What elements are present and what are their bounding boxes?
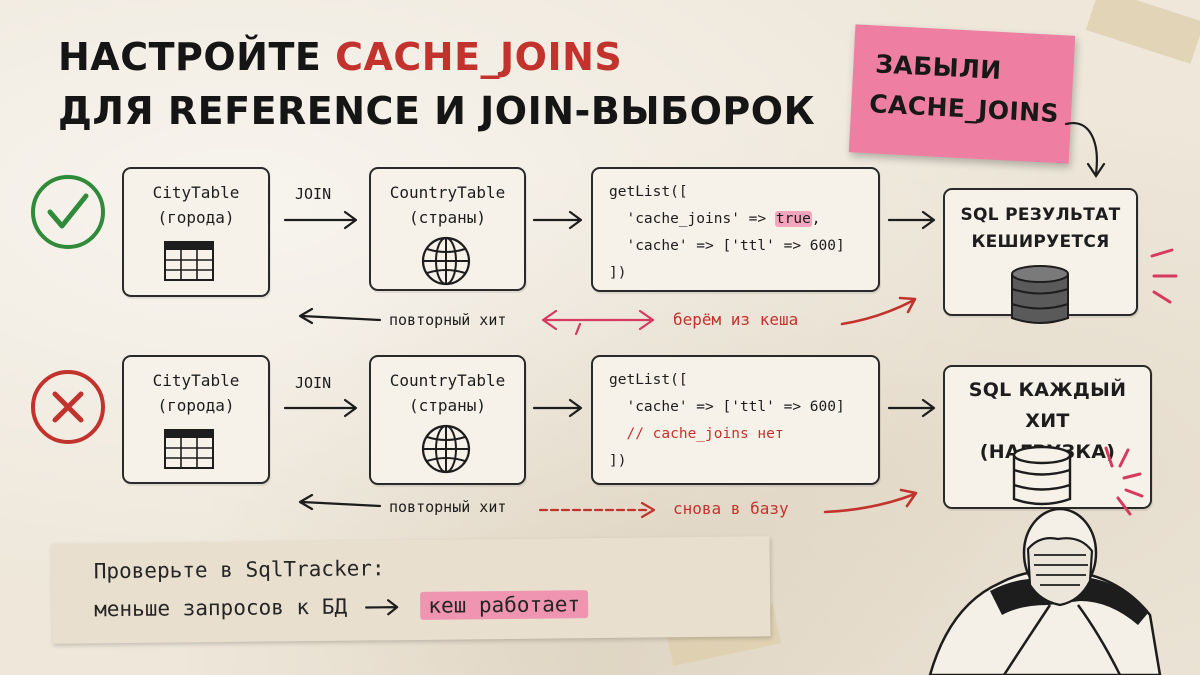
page-title: НАСТРОЙТЕ CACHE_JOINS ДЛЯ REFERENCE И JO…	[58, 30, 815, 138]
alert-dashes-icon	[1104, 446, 1144, 516]
code-line: ])	[609, 265, 627, 281]
result-box-bad: SQL КАЖДЫЙ ХИТ (НАГРУЗКА)	[943, 365, 1152, 509]
bottom-note: Проверьте в SqlTracker: меньше запросов …	[51, 536, 771, 644]
sticky-note: ЗАБЫЛИ CACHE_JOINS	[848, 24, 1076, 164]
dashed-arrow-icon	[538, 501, 656, 519]
code-comment: // cache_joins нет	[609, 426, 784, 442]
result-line1: SQL РЕЗУЛЬТАТ	[960, 205, 1121, 225]
cross-circle-icon	[31, 370, 105, 444]
title-highlight: CACHE_JOINS	[335, 35, 623, 79]
code-line: 'cache_joins' => true,	[609, 206, 878, 233]
city-table-name: CityTable	[152, 371, 240, 390]
double-arrow-icon	[541, 309, 655, 336]
city-table-sub: (города)	[157, 396, 235, 415]
repeat-hit-label-bad: повторный хит	[389, 498, 507, 516]
sticky-curved-arrow	[1064, 121, 1106, 178]
outcome-label-good: берём из кеша	[673, 310, 799, 329]
note-line2-prefix: меньше запросов к БД	[94, 594, 348, 622]
code-line: ])	[609, 453, 627, 469]
arrow-left-icon	[298, 493, 382, 511]
code-fragment: 'cache_joins' =>	[609, 211, 775, 227]
sticky-line2: CACHE_JOINS	[868, 89, 1060, 129]
code-line: getList([	[609, 184, 688, 200]
result-box-good: SQL РЕЗУЛЬТАТ КЕШИРУЕТСЯ	[943, 188, 1138, 324]
city-table-name: CityTable	[152, 183, 240, 202]
code-line: getList([	[609, 372, 688, 388]
sticky-line1: ЗАБЫЛИ	[874, 49, 1003, 86]
code-line: 'cache' => ['ttl' => 600]	[609, 238, 845, 254]
table-grid-icon	[164, 241, 214, 281]
city-table-sub: (города)	[157, 208, 235, 227]
alert-dashes-icon	[1150, 248, 1178, 304]
note-line1: Проверьте в SqlTracker:	[93, 556, 385, 584]
arrow-left-icon	[298, 307, 382, 325]
checkmark-circle-icon	[31, 175, 105, 249]
repeat-hit-label-good: повторный хит	[389, 311, 507, 329]
arrow-right-icon	[283, 398, 358, 418]
join-label-good: JOIN	[295, 185, 332, 203]
arrow-right-icon	[887, 398, 936, 418]
code-true-highlight: true	[774, 211, 812, 227]
title-prefix: НАСТРОЙТЕ	[58, 35, 322, 79]
code-line: 'cache' => ['ttl' => 600]	[609, 399, 845, 415]
arrow-right-icon	[532, 210, 583, 230]
arrow-right-icon	[840, 296, 917, 326]
city-table-box-bad: CityTable (города)	[122, 355, 270, 484]
note-highlight: кеш работает	[420, 590, 589, 620]
title-line2: ДЛЯ REFERENCE И JOIN-ВЫБОРОК	[58, 89, 816, 133]
code-fragment: ,	[811, 211, 821, 227]
facepalm-person-illustration	[928, 507, 1162, 675]
database-icon	[1011, 265, 1069, 324]
result-line2: КЕШИРУЕТСЯ	[971, 232, 1110, 252]
code-box-good: getList([ 'cache_joins' => true, 'cache'…	[591, 167, 880, 292]
outcome-label-bad: снова в базу	[673, 499, 789, 518]
arrow-right-icon	[823, 488, 918, 514]
join-label-bad: JOIN	[295, 374, 332, 392]
arrow-right-icon	[364, 599, 398, 616]
table-grid-icon	[164, 429, 214, 469]
country-table-box-good: CountryTable (страны)	[369, 167, 526, 291]
globe-icon	[421, 424, 471, 474]
arrow-right-icon	[532, 398, 583, 418]
arrow-right-icon	[887, 210, 936, 230]
country-table-sub: (страны)	[408, 396, 487, 415]
country-table-name: CountryTable	[389, 183, 506, 202]
country-table-sub: (страны)	[408, 208, 487, 227]
country-table-name: CountryTable	[389, 371, 506, 390]
arrow-right-icon	[283, 210, 358, 230]
country-table-box-bad: CountryTable (страны)	[369, 355, 526, 485]
city-table-box-good: CityTable (города)	[122, 167, 270, 297]
code-box-bad: getList([ 'cache' => ['ttl' => 600] // c…	[591, 355, 880, 485]
database-icon	[1012, 445, 1072, 506]
result-line1: SQL КАЖДЫЙ ХИТ	[968, 379, 1127, 432]
globe-icon	[421, 236, 471, 286]
